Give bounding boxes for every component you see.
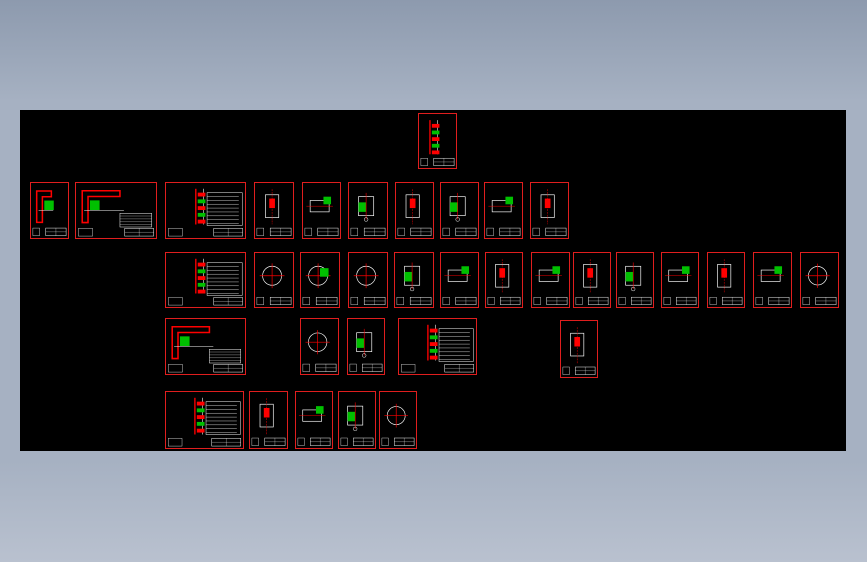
drawing-sheet[interactable] <box>616 252 654 308</box>
sheet-drawing-content <box>168 258 243 306</box>
sheet-drawing-content <box>420 120 455 166</box>
drawing-sheet[interactable] <box>75 182 157 239</box>
title-block <box>433 157 455 166</box>
drawing-sheet[interactable] <box>249 391 288 449</box>
drawing-sheet[interactable] <box>395 182 434 239</box>
sheet-drawing-content <box>663 266 697 305</box>
sheet-drawing-content <box>350 192 386 236</box>
drawing-sheet[interactable] <box>254 182 294 239</box>
sheet-drawing-content <box>168 325 243 373</box>
drawing-sheet[interactable] <box>560 320 598 378</box>
drawing-sheet[interactable] <box>348 182 388 239</box>
sheet-drawing-content <box>755 266 790 305</box>
drawing-sheet[interactable] <box>707 252 745 308</box>
sheet-drawing-content <box>251 398 286 446</box>
drawing-sheet[interactable] <box>485 252 523 308</box>
drawing-sheet[interactable] <box>440 182 479 239</box>
sheet-drawing-content <box>401 324 474 373</box>
model-space-canvas[interactable] <box>20 110 846 451</box>
drawing-sheet[interactable] <box>295 391 333 449</box>
drawing-sheet[interactable] <box>661 252 699 308</box>
drawing-sheet[interactable] <box>530 182 569 239</box>
drawing-sheet[interactable] <box>440 252 479 308</box>
sheet-drawing-content <box>168 397 241 447</box>
drawing-sheet[interactable] <box>379 391 417 449</box>
drawing-sheet[interactable] <box>165 252 246 308</box>
sheet-drawing-content <box>562 327 596 375</box>
sheet-drawing-content <box>340 402 374 446</box>
drawing-sheet[interactable] <box>165 391 244 449</box>
drawing-sheet[interactable] <box>347 318 385 375</box>
sheet-drawing-content <box>381 403 415 446</box>
drawing-sheet[interactable] <box>300 318 339 375</box>
sheet-drawing-content <box>442 266 477 305</box>
sheet-drawing-content <box>533 266 568 305</box>
drawing-sheet[interactable] <box>302 182 341 239</box>
sheet-drawing-content <box>396 262 432 305</box>
sheet-drawing-content <box>802 263 837 305</box>
drawing-sheet[interactable] <box>348 252 388 308</box>
sheet-drawing-content <box>618 262 652 305</box>
drawing-sheet[interactable] <box>165 318 246 375</box>
sheet-drawing-content <box>256 189 292 236</box>
drawing-sheet[interactable] <box>418 113 457 169</box>
sheet-drawing-content <box>32 190 67 236</box>
sheet-drawing-content <box>168 188 243 237</box>
drawing-sheet[interactable] <box>300 252 340 308</box>
sheet-drawing-content <box>487 259 521 305</box>
drawing-sheet[interactable] <box>30 182 69 239</box>
sheet-drawing-content <box>304 196 339 236</box>
sheet-drawing-content <box>350 263 386 305</box>
drawing-sheet[interactable] <box>800 252 839 308</box>
drawing-sheet[interactable] <box>254 252 294 308</box>
drawing-sheet[interactable] <box>573 252 611 308</box>
sheet-drawing-content <box>709 259 743 305</box>
sheet-drawing-content <box>486 196 521 236</box>
sheet-drawing-content <box>78 189 154 237</box>
drawing-sheet[interactable] <box>753 252 792 308</box>
drawing-sheet[interactable] <box>484 182 523 239</box>
sheet-drawing-content <box>442 192 477 236</box>
title-block <box>264 437 286 446</box>
sheet-drawing-content <box>297 406 331 446</box>
sheet-drawing-content <box>397 189 432 236</box>
drawing-sheet[interactable] <box>338 391 376 449</box>
drawing-sheet-layout <box>20 110 846 451</box>
drawing-sheet[interactable] <box>394 252 434 308</box>
sheet-drawing-content <box>256 263 292 305</box>
sheet-drawing-content <box>302 330 337 372</box>
sheet-drawing-content <box>349 328 383 372</box>
drawing-sheet[interactable] <box>398 318 477 375</box>
drawing-sheet[interactable] <box>165 182 246 239</box>
sheet-drawing-content <box>302 263 338 305</box>
sheet-drawing-content <box>575 259 609 305</box>
sheet-drawing-content <box>532 189 567 236</box>
drawing-sheet[interactable] <box>531 252 570 308</box>
